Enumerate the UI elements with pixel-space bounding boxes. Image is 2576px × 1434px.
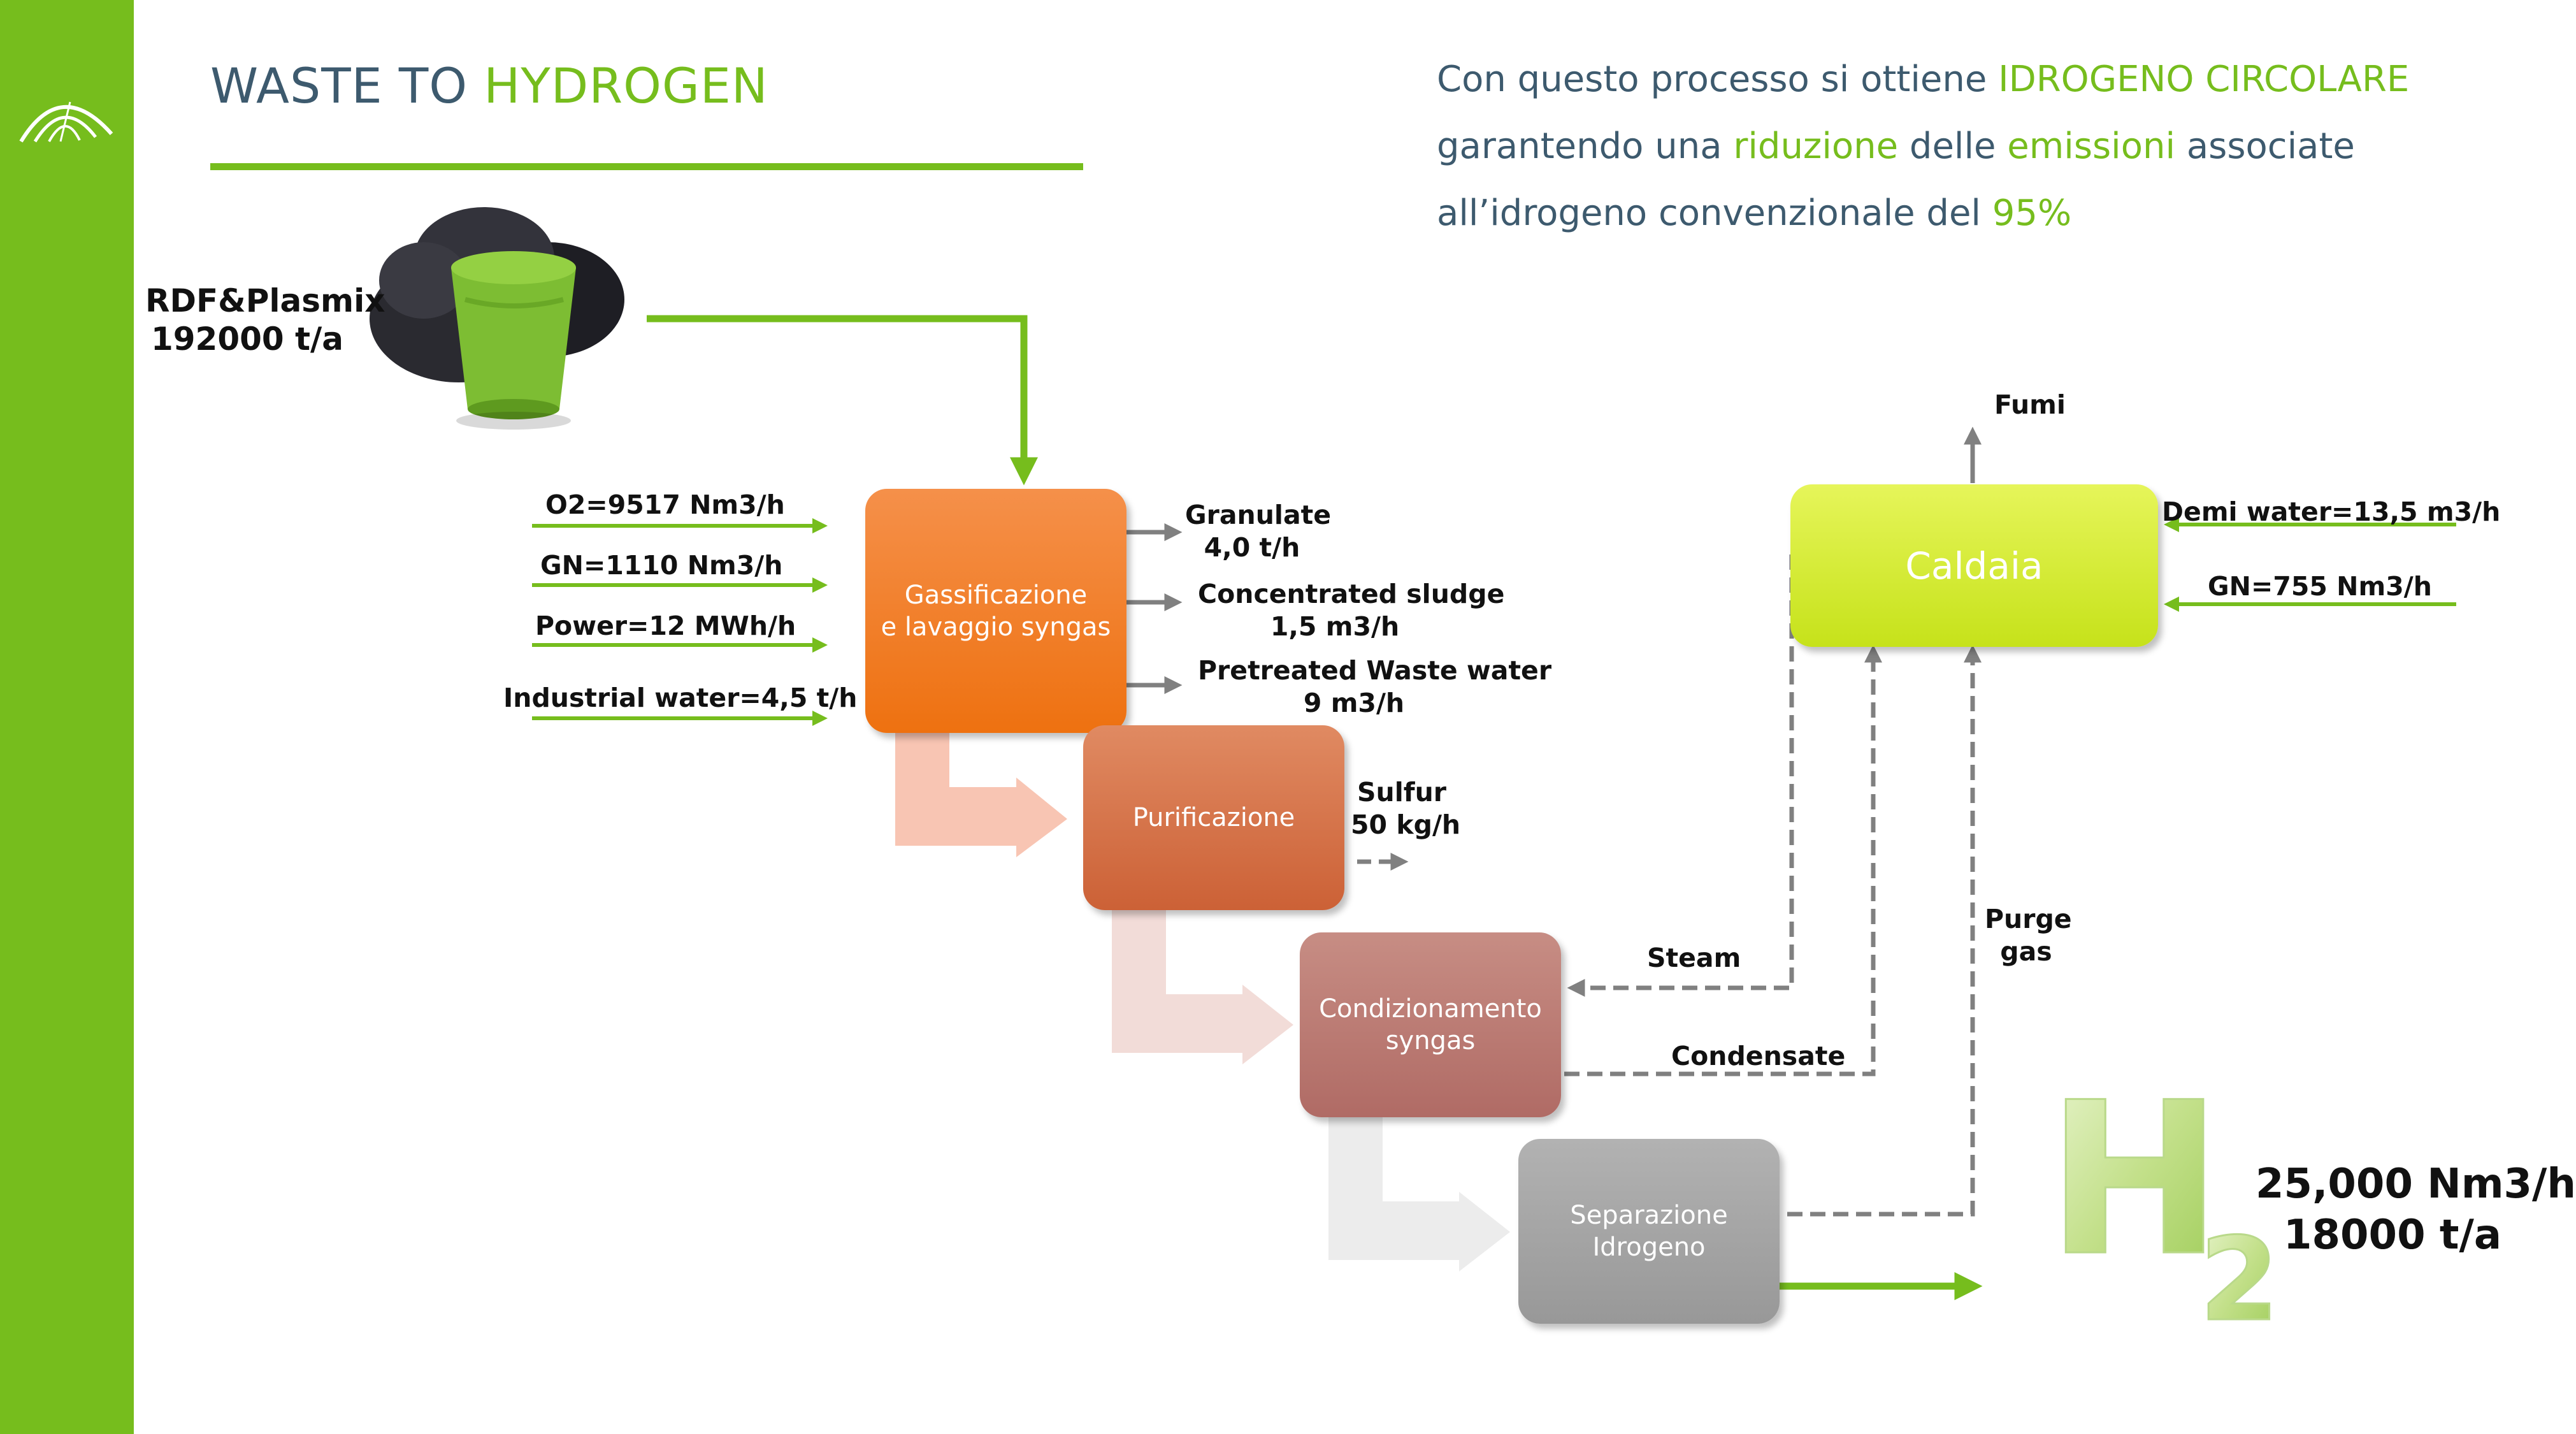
stage-arrow-1 (895, 733, 1067, 857)
stage-label: Purificazione (1132, 803, 1295, 832)
output-name: Concentrated sludge (1198, 579, 1505, 609)
steam-line (1567, 554, 1794, 997)
output-label-wastewater: Pretreated Waste water 9 m3/h (1198, 655, 1552, 720)
output-name: Granulate (1185, 500, 1332, 530)
output-amount: 1,5 m3/h (1270, 611, 1400, 642)
boiler-box: Caldaia (1790, 484, 2158, 647)
hydrogen-production-label: 25,000 Nm3/h 18000 t/a (2256, 1159, 2576, 1261)
title-highlight: HYDROGEN (484, 57, 768, 114)
output-name: Pretreated Waste water (1198, 655, 1552, 686)
stage-label: Condizionamento (1319, 994, 1542, 1024)
tagline-text: delle (1898, 126, 2008, 167)
tagline-highlight: IDROGENO CIRCOLARE (1998, 59, 2410, 100)
purge-gas-label: Purge gas (1985, 903, 2072, 968)
tagline-text: all’idrogeno convenzionale del (1437, 192, 1992, 234)
boiler-label: Caldaia (1905, 544, 2043, 588)
input-label-gn: GN=1110 Nm3/h (540, 550, 783, 581)
output-label-sulfur: Sulfur 50 kg/h (1351, 776, 1461, 841)
output-label-granulate: Granulate 4,0 t/h (1185, 499, 1332, 564)
sidebar-band (0, 0, 134, 1434)
purge-gas-label-line: gas (2000, 936, 2052, 967)
output-amount: 9 m3/h (1303, 688, 1405, 718)
output-amount: 50 kg/h (1351, 809, 1461, 840)
tagline-text: associate (2175, 126, 2355, 167)
input-label-water: Industrial water=4,5 t/h (503, 683, 858, 713)
input-label-power: Power=12 MWh/h (535, 611, 796, 641)
title-underline (210, 163, 1083, 170)
hydrogen-symbol-subscript: 2 (2199, 1213, 2279, 1347)
stage-label: Gassificazione (904, 580, 1088, 610)
steam-label: Steam (1647, 943, 1741, 973)
tagline-highlight: 95% (1992, 192, 2072, 234)
tagline-line-3: all’idrogeno convenzionale del 95% (1437, 180, 2520, 247)
boiler-input-label-demi: Demi water=13,5 m3/h (2162, 496, 2501, 527)
tagline-highlight: riduzione (1733, 126, 1899, 167)
stage-arrow-2 (1112, 910, 1293, 1064)
stage-arrow-3 (1328, 1117, 1510, 1271)
stage-label: Idrogeno (1592, 1233, 1706, 1262)
tagline-text: Con questo processo si ottiene (1437, 59, 1999, 100)
page-title: WASTE TO HYDROGEN (210, 57, 768, 114)
tagline: Con questo processo si ottiene IDROGENO … (1437, 46, 2520, 247)
hydrogen-flow: 25,000 Nm3/h (2256, 1161, 2576, 1208)
company-logo-icon (19, 101, 113, 143)
hydrogen-annual: 18000 t/a (2283, 1212, 2502, 1259)
feed-name: RDF&Plasmix (145, 282, 385, 319)
condensate-line (1564, 644, 1882, 1076)
output-label-sludge: Concentrated sludge 1,5 m3/h (1198, 578, 1505, 643)
output-amount: 4,0 t/h (1204, 532, 1300, 563)
hydrogen-symbol: H 2 (2046, 1057, 2280, 1348)
purge-gas-line (1787, 644, 1982, 1217)
stage-label: Separazione (1570, 1201, 1728, 1230)
tagline-line-2: garantendo una riduzione delle emissioni… (1437, 113, 2520, 180)
boiler-input-label-gn: GN=755 Nm3/h (2208, 571, 2432, 602)
title-text: WASTE TO (210, 57, 484, 114)
condensate-label: Condensate (1671, 1041, 1846, 1071)
stage-label: syngas (1385, 1026, 1476, 1055)
hydrogen-symbol-letter: H (2047, 1057, 2222, 1302)
exhaust-label: Fumi (1994, 389, 2066, 420)
tagline-text: garantendo una (1437, 126, 1734, 167)
output-name: Sulfur (1356, 777, 1447, 808)
feed-amount: 192000 t/a (150, 321, 344, 358)
purge-gas-label-line: Purge (1985, 904, 2072, 934)
waste-bin-icon (370, 207, 624, 430)
stage-label: e lavaggio syngas (881, 612, 1111, 642)
input-label-o2: O2=9517 Nm3/h (545, 489, 785, 520)
tagline-highlight: emissioni (2007, 126, 2176, 167)
feed-label: RDF&Plasmix 192000 t/a (145, 282, 385, 358)
feed-flow-line (647, 315, 1038, 486)
tagline-line-1: Con questo processo si ottiene IDROGENO … (1437, 46, 2520, 113)
stage-purification: Purificazione (1083, 725, 1344, 910)
